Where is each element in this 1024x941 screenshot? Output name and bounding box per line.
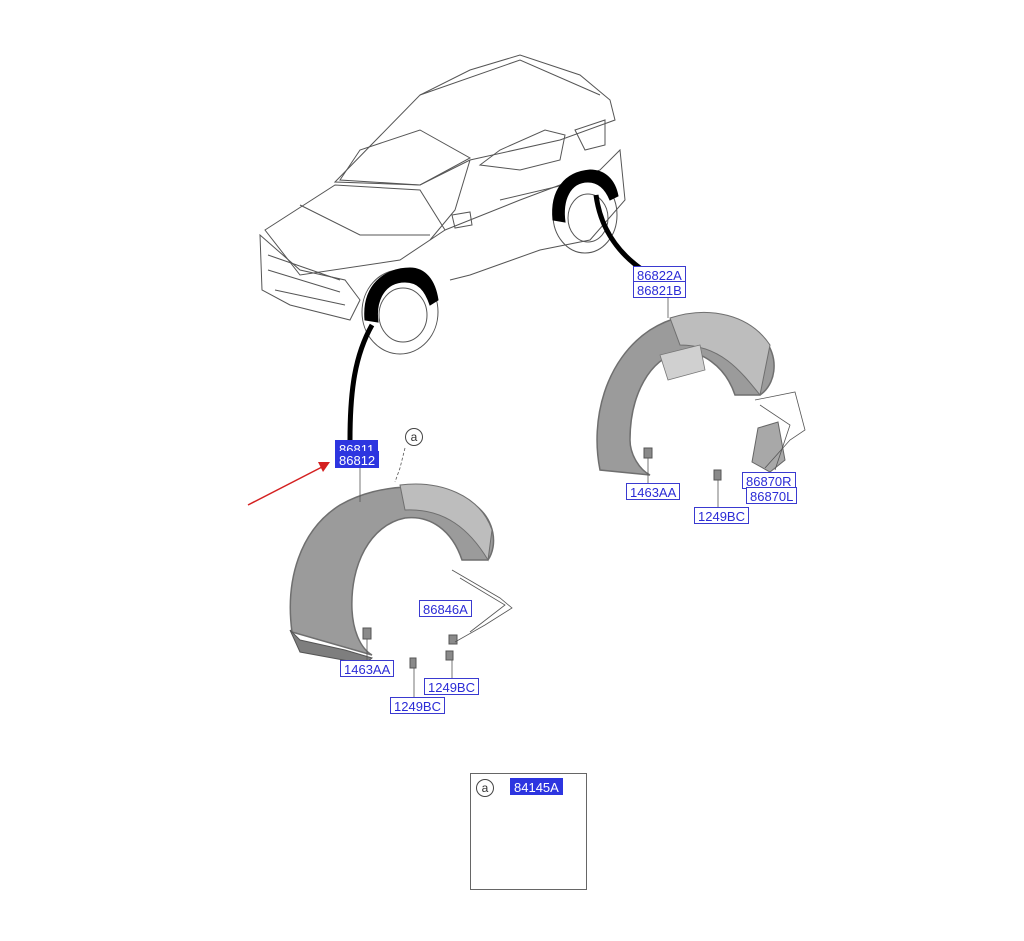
detail-part-number[interactable]: 84145A [510, 778, 563, 795]
front-fasteners [362, 627, 458, 669]
rear-arch-highlight [552, 169, 619, 223]
front-arch-highlight [364, 267, 439, 323]
front-fastener-1249bc-a[interactable]: 1249BC [424, 678, 479, 695]
front-leader-lines [359, 447, 513, 697]
detail-callout-a: a [476, 779, 494, 797]
front-fastener-1463aa[interactable]: 1463AA [340, 660, 395, 677]
rear-leader-curve [593, 194, 642, 271]
rear-fasteners [643, 447, 722, 481]
rear-fastener-1463aa[interactable]: 1463AA [626, 483, 681, 500]
rear-mudflap-86870l[interactable]: 86870L [746, 487, 798, 504]
pointer-arrow [247, 462, 330, 506]
rear-fastener-1249bc[interactable]: 1249BC [694, 507, 749, 524]
rear-mudflap-part [751, 421, 786, 473]
front-liner-part-number-2[interactable]: 86812 [335, 451, 380, 468]
detail-box: a 84145A [470, 773, 587, 890]
front-fastener-1249bc-b[interactable]: 1249BC [390, 697, 445, 714]
front-leader-curve [347, 323, 375, 441]
rear-liner-part-number-1[interactable]: 86822A [633, 266, 686, 283]
rear-leader-lines [647, 296, 806, 507]
vehicle-drawing [259, 54, 626, 355]
front-fastener-86846a[interactable]: 86846A [419, 600, 472, 617]
front-liner-part [289, 483, 495, 665]
callout-a: a [405, 428, 423, 446]
rear-liner-part [596, 311, 775, 476]
rear-liner-part-number-2[interactable]: 86821B [633, 281, 686, 298]
